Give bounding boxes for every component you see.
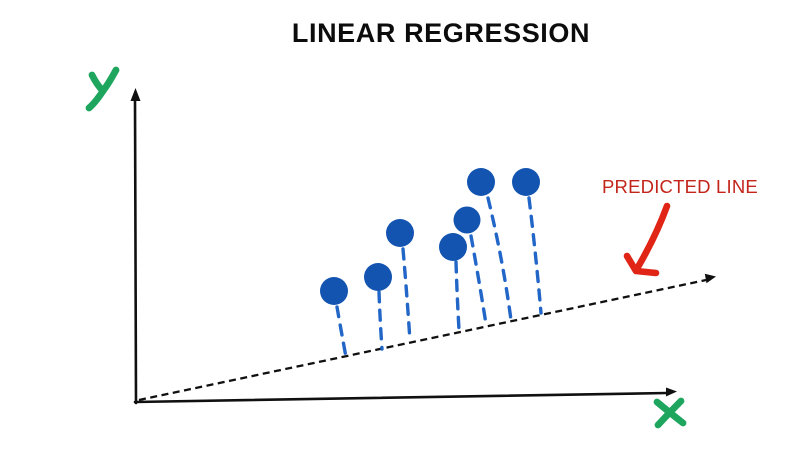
red-arrow-head (623, 252, 660, 277)
residual-line (469, 234, 488, 326)
data-point (439, 233, 467, 261)
y-axis-line (133, 98, 138, 405)
residual-line (377, 290, 384, 351)
residual-line (486, 196, 513, 322)
x-label-stroke (654, 397, 685, 429)
residual-line (335, 305, 348, 359)
x-axis-label (653, 397, 687, 429)
data-point (467, 168, 495, 196)
data-point (386, 219, 414, 247)
residual-line (454, 260, 461, 332)
predicted-line-label: PREDICTED LINE (602, 176, 758, 197)
data-point (320, 277, 348, 305)
y-label-stroke (85, 66, 120, 112)
page-title: LINEAR REGRESSION (292, 18, 590, 48)
predicted-line (138, 278, 707, 402)
y-axis-label (85, 66, 120, 112)
data-point (364, 263, 392, 291)
x-axis-arrowhead-icon (666, 387, 677, 397)
residual-line (401, 247, 412, 343)
red-arrow-shaft (634, 202, 671, 271)
residual-lines (335, 196, 543, 359)
x-axis-line (133, 391, 669, 404)
residual-line (527, 196, 543, 315)
y-axis-arrowhead-icon (130, 88, 141, 101)
red-arrow-icon (623, 202, 671, 277)
data-point (453, 206, 481, 234)
data-point (512, 168, 540, 196)
scatter-points (320, 168, 540, 305)
predicted-line-arrowhead-icon (704, 273, 716, 284)
